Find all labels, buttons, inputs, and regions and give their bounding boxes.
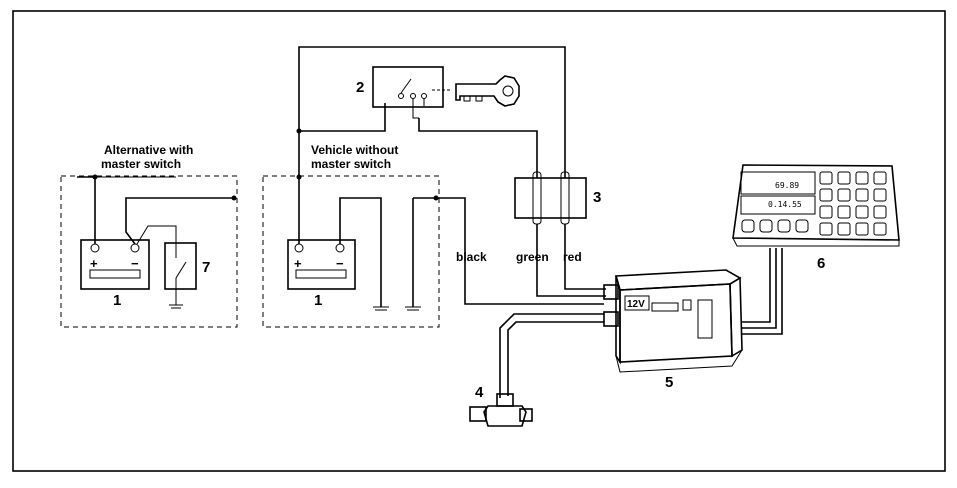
key-icon — [455, 75, 520, 107]
diagram-frame — [12, 10, 946, 472]
plus-terminal-alt: + — [90, 256, 98, 271]
label-4: 4 — [475, 384, 484, 401]
label-2: 2 — [356, 79, 364, 96]
label-5: 5 — [665, 374, 673, 391]
vehicle-caption-line2: master switch — [311, 157, 391, 171]
minus-terminal-alt: − — [131, 256, 139, 271]
master-switch — [164, 242, 197, 309]
battery-vehicle: + − — [287, 239, 356, 290]
label-1-alternative: 1 — [113, 292, 121, 309]
plus-terminal-vehicle: + — [294, 256, 302, 271]
minus-terminal-vehicle: − — [336, 256, 344, 271]
display-line2: 0.14.55 — [768, 200, 802, 209]
control-unit: 12V — [603, 269, 743, 373]
battery-alternative: + − — [80, 239, 150, 290]
label-1-vehicle: 1 — [314, 292, 322, 309]
label-7: 7 — [202, 259, 210, 276]
display-unit: 69.89 0.14.55 — [732, 164, 900, 247]
sensor — [469, 393, 533, 427]
voltage-tag: 12V — [627, 299, 645, 310]
label-3: 3 — [593, 189, 601, 206]
alternative-caption-line1: Alternative with — [104, 143, 193, 157]
fuse-holder — [514, 171, 587, 225]
display-line1: 69.89 — [775, 181, 799, 190]
alternative-caption-line2: master switch — [101, 157, 181, 171]
ignition-switch — [372, 66, 452, 119]
vehicle-group-box — [262, 175, 440, 328]
alternative-group-box — [60, 175, 238, 328]
wire-label-black: black — [456, 250, 487, 264]
wire-label-green: green — [516, 250, 549, 264]
vehicle-caption-line1: Vehicle without — [311, 143, 398, 157]
wire-label-red: red — [563, 250, 582, 264]
label-6: 6 — [817, 255, 825, 272]
